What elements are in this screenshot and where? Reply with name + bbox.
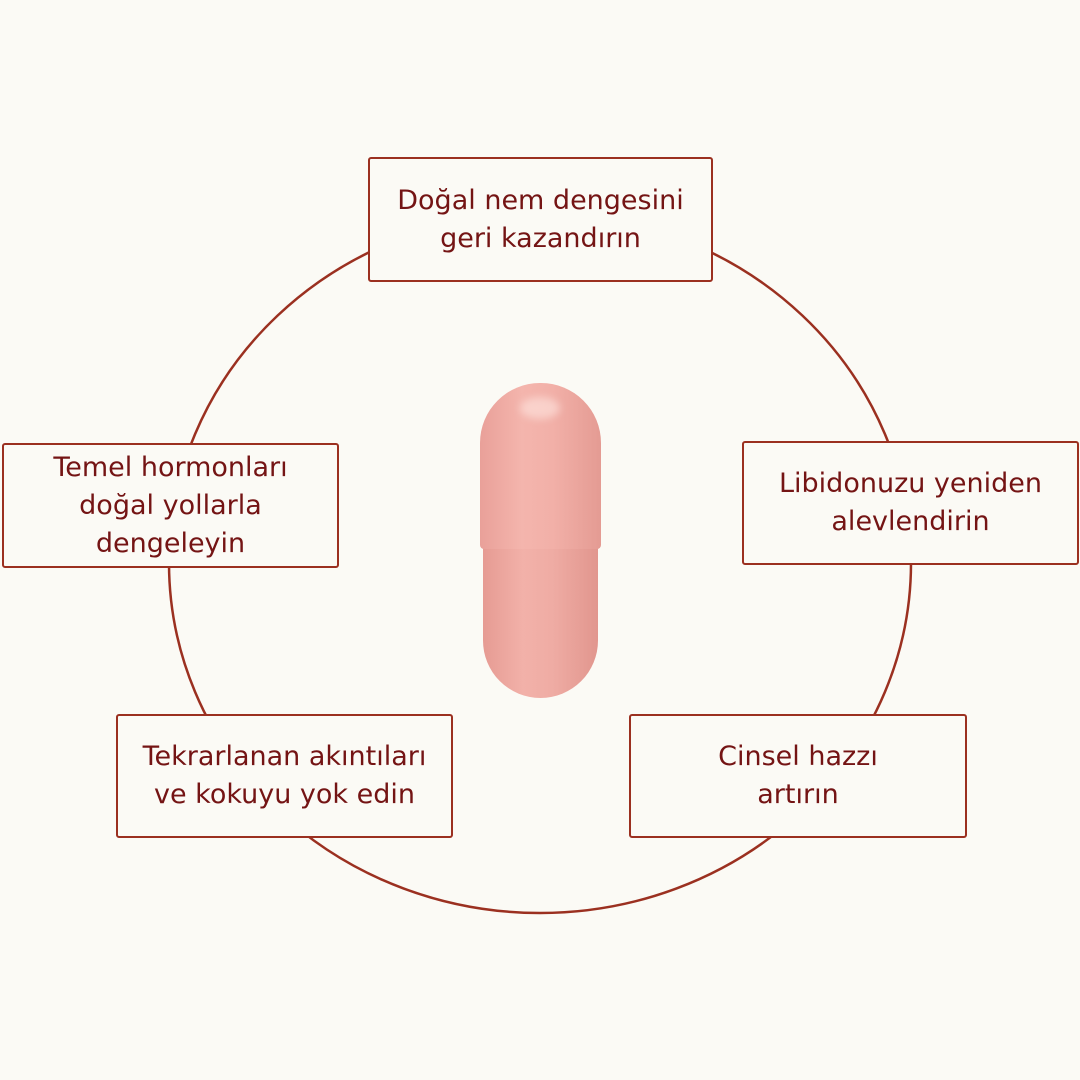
benefit-text: dengeleyin: [95, 527, 246, 559]
benefit-text: Libidonuzu yeniden: [779, 468, 1042, 499]
benefit-box-libido: Libidonuzu yeniden alevlendirin: [742, 441, 1079, 565]
benefit-text: Tekrarlanan akıntıları: [142, 741, 427, 772]
benefit-text: Doğal nem dengesini: [397, 184, 684, 216]
benefit-box-moisture: Doğal nem dengesini geri kazandırın: [368, 157, 713, 282]
benefit-box-discharge: Tekrarlanan akıntıları ve kokuyu yok edin: [116, 714, 453, 838]
capsule-image: [480, 383, 601, 698]
benefit-box-pleasure: Cinsel hazzı artırın: [629, 714, 967, 838]
benefit-text: ve kokuyu yok edin: [153, 779, 416, 810]
capsule-body: [483, 543, 598, 698]
benefit-text: Temel hormonları: [53, 451, 288, 483]
benefit-box-hormones: Temel hormonları doğal yollarla dengeleyin: [2, 443, 339, 568]
capsule-cap: [480, 383, 601, 549]
benefit-text: Cinsel hazzı: [718, 741, 878, 772]
benefit-text: doğal yollarla: [79, 489, 262, 521]
benefit-text: geri kazandırın: [440, 222, 641, 254]
benefit-text: artırın: [757, 779, 839, 810]
benefit-text: alevlendirin: [831, 506, 990, 537]
